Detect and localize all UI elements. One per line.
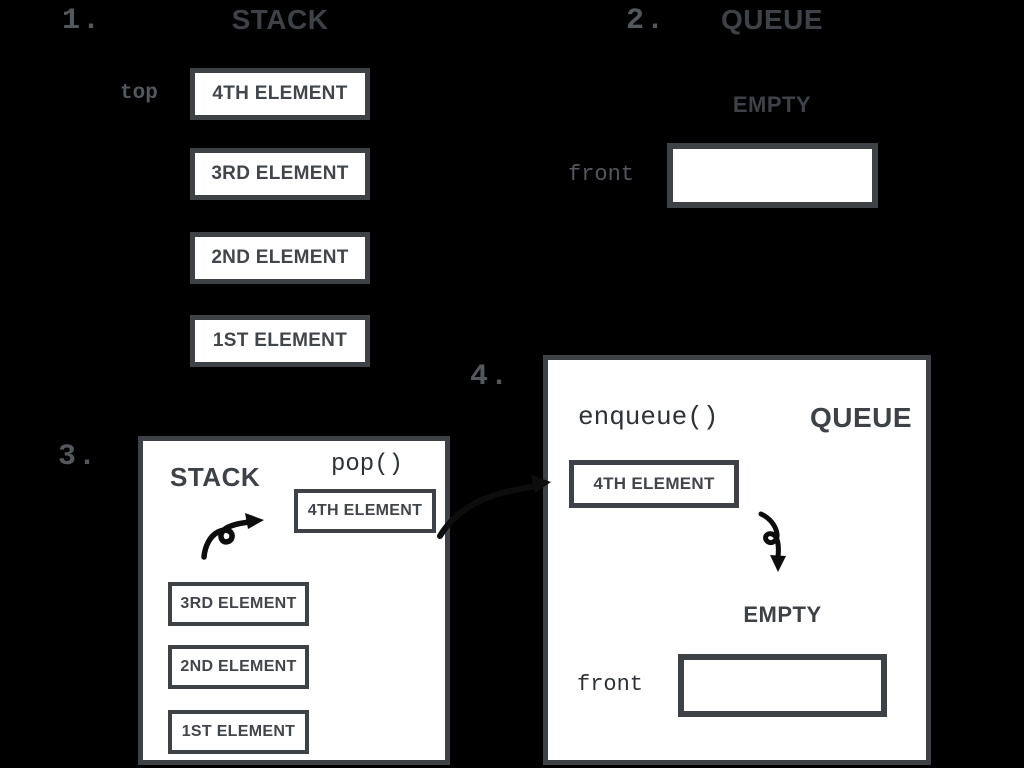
stack-element-box: 2ND ELEMENT	[168, 645, 309, 689]
top-pointer-label: top	[120, 82, 158, 105]
panel-3-stack-pop-card: STACK pop() 4TH ELEMENT 3RD ELEMENT 2ND …	[138, 436, 450, 765]
stack-element-box: 3RD ELEMENT	[190, 148, 370, 200]
stack-element-label: 1ST ELEMENT	[212, 330, 348, 351]
panel-1-initial-stack: 1. STACK top 4TH ELEMENT 3RD ELEMENT 2ND…	[0, 0, 512, 400]
panel-2-number: 2.	[626, 4, 667, 38]
queue-empty-label: EMPTY	[732, 92, 812, 117]
pop-operation-label: pop()	[331, 451, 404, 478]
panel-1-number: 1.	[62, 4, 103, 38]
incoming-element-label: 4TH ELEMENT	[593, 474, 715, 493]
stack-element-label: 4TH ELEMENT	[212, 83, 348, 104]
stack-element-label: 3RD ELEMENT	[211, 163, 349, 184]
queue-front-box-empty	[667, 143, 878, 208]
enqueue-arrow-icon	[758, 511, 786, 572]
panel-3-title: STACK	[170, 462, 261, 492]
queue-empty-label: EMPTY	[743, 602, 822, 627]
stack-element-label: 1ST ELEMENT	[181, 723, 296, 740]
stack-element-box: 2ND ELEMENT	[190, 232, 370, 284]
enqueue-operation-label: enqueue()	[578, 402, 719, 432]
front-pointer-label: front	[577, 672, 644, 697]
incoming-element-box: 4TH ELEMENT	[569, 460, 739, 508]
queue-front-box-empty	[678, 654, 887, 717]
panel-1-title: STACK	[231, 4, 329, 35]
popped-element-label: 4TH ELEMENT	[307, 502, 423, 519]
stack-element-label: 3RD ELEMENT	[180, 595, 297, 612]
stack-element-label: 2ND ELEMENT	[180, 658, 297, 675]
stack-element-label: 2ND ELEMENT	[211, 247, 349, 268]
stack-element-box: 1ST ELEMENT	[190, 315, 370, 367]
panel-4-number: 4.	[470, 360, 511, 394]
stack-element-box: 1ST ELEMENT	[168, 710, 309, 754]
panel-2-title: QUEUE	[720, 4, 824, 35]
panel-3-number: 3.	[58, 440, 99, 474]
panel-4-queue-enqueue-card: enqueue() QUEUE 4TH ELEMENT EMPTY front	[543, 355, 931, 765]
front-pointer-label: front	[568, 162, 635, 187]
stack-element-box: 3RD ELEMENT	[168, 582, 309, 626]
popped-element-box: 4TH ELEMENT	[294, 489, 436, 533]
panel-2-empty-queue: 2. QUEUE EMPTY front	[512, 0, 1024, 300]
stack-element-box: 4TH ELEMENT	[190, 68, 370, 120]
panel-4-title: QUEUE	[810, 402, 913, 433]
pop-arrow-icon	[201, 513, 264, 560]
